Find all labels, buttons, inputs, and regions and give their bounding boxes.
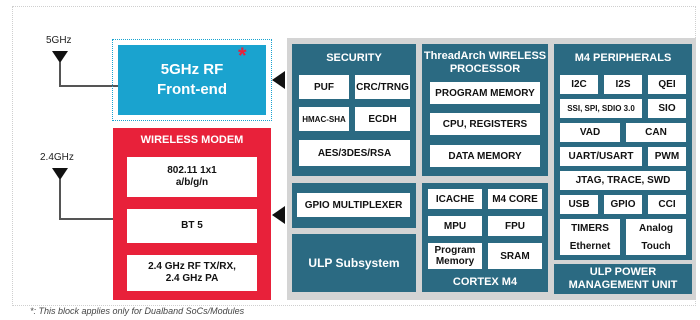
- periph-qei: QEI: [648, 75, 686, 94]
- security-puf: PUF: [299, 75, 349, 99]
- modem-wifi-box: 802.11 1x1 a/b/g/n: [127, 157, 257, 197]
- modem-wifi-line1: 802.11 1x1: [167, 165, 217, 176]
- periph-i2c: I2C: [560, 75, 598, 94]
- cortex-mpu: MPU: [428, 216, 482, 236]
- cortex-sram: SRAM: [488, 243, 542, 269]
- cortex-fpu: FPU: [488, 216, 542, 236]
- antenna-5ghz-label: 5GHz: [46, 35, 72, 46]
- antenna-24ghz-line: [59, 179, 61, 219]
- periph-uart: UART/USART: [560, 147, 642, 166]
- periph-can: CAN: [626, 123, 686, 142]
- security-crc-trng: CRC/TRNG: [355, 75, 410, 99]
- periph-jtag: JTAG, TRACE, SWD: [560, 171, 686, 190]
- periph-cci: CCI: [648, 195, 686, 214]
- antenna-5ghz-line: [59, 62, 61, 86]
- cortex-m4-core: M4 CORE: [488, 189, 542, 209]
- periph-i2s: I2S: [604, 75, 642, 94]
- antenna-24ghz-icon: [52, 168, 68, 180]
- antenna-24ghz-label: 2.4GHz: [40, 152, 74, 163]
- wireless-modem-title: WIRELESS MODEM: [140, 134, 244, 146]
- periph-timers: TIMERS: [560, 219, 620, 238]
- cortex-program-memory-line1: Program: [434, 245, 476, 256]
- periph-usb: USB: [560, 195, 598, 214]
- gpio-multiplexer: GPIO MULTIPLEXER: [297, 193, 410, 217]
- rf-interface-arrow-icon: [272, 71, 285, 89]
- rf-frontend-outline: [112, 39, 272, 121]
- modem-wifi-line2: a/b/g/n: [175, 177, 209, 188]
- power-management-panel: ULP POWER MANAGEMENT UNIT: [554, 264, 692, 294]
- modem-bt-label: BT 5: [181, 220, 203, 231]
- periph-analog: Analog: [626, 219, 686, 238]
- antenna-24ghz-connector: [59, 218, 113, 220]
- wireless-processor-title-1: ThreadArch WIRELESS: [423, 50, 547, 62]
- cortex-m4-title: CORTEX M4: [452, 276, 518, 288]
- periph-sio: SIO: [648, 99, 686, 118]
- modem-rf-line2: 2.4 GHz PA: [165, 273, 219, 284]
- wireless-cpu-registers: CPU, REGISTERS: [430, 113, 540, 135]
- periph-ssi-spi-sdio: SSI, SPI, SDIO 3.0: [560, 99, 642, 118]
- rf-frontend-line1: 5GHz RF: [160, 61, 224, 78]
- antenna-5ghz-icon: [52, 51, 68, 63]
- modem-rf-box: 2.4 GHz RF TX/RX, 2.4 GHz PA: [127, 255, 257, 291]
- periph-gpio: GPIO: [604, 195, 642, 214]
- security-ecdh: ECDH: [355, 107, 410, 131]
- m4-peripherals-title: M4 PERIPHERALS: [574, 52, 672, 64]
- dualband-asterisk: *: [238, 43, 247, 68]
- cortex-program-memory: Program Memory: [428, 243, 482, 269]
- antenna-5ghz-connector: [59, 85, 118, 87]
- security-hmac-sha: HMAC-SHA: [299, 107, 349, 131]
- pmu-line2: MANAGEMENT UNIT: [568, 279, 678, 291]
- periph-pwm: PWM: [648, 147, 686, 166]
- cortex-program-memory-line2: Memory: [435, 256, 475, 267]
- cortex-icache: ICACHE: [428, 189, 482, 209]
- security-title: SECURITY: [326, 52, 382, 64]
- periph-vad: VAD: [560, 123, 620, 142]
- rf-frontend-block: 5GHz RF Front-end: [118, 45, 266, 115]
- wireless-processor-title-2: PROCESSOR: [449, 63, 521, 75]
- dualband-footnote: *: This block applies only for Dualband …: [30, 306, 245, 316]
- wireless-program-memory: PROGRAM MEMORY: [430, 82, 540, 104]
- wireless-data-memory: DATA MEMORY: [430, 145, 540, 167]
- modem-rf-line1: 2.4 GHz RF TX/RX,: [148, 261, 236, 272]
- modem-bt-box: BT 5: [127, 209, 257, 243]
- periph-ethernet: Ethernet: [560, 237, 620, 255]
- pmu-line1: ULP POWER: [589, 266, 657, 278]
- ulp-subsystem-panel: ULP Subsystem: [292, 234, 416, 292]
- ulp-subsystem-label: ULP Subsystem: [308, 255, 400, 270]
- modem-interface-arrow-icon: [272, 206, 285, 224]
- periph-touch: Touch: [626, 237, 686, 255]
- security-aes: AES/3DES/RSA: [299, 140, 410, 166]
- rf-frontend-line2: Front-end: [157, 81, 227, 98]
